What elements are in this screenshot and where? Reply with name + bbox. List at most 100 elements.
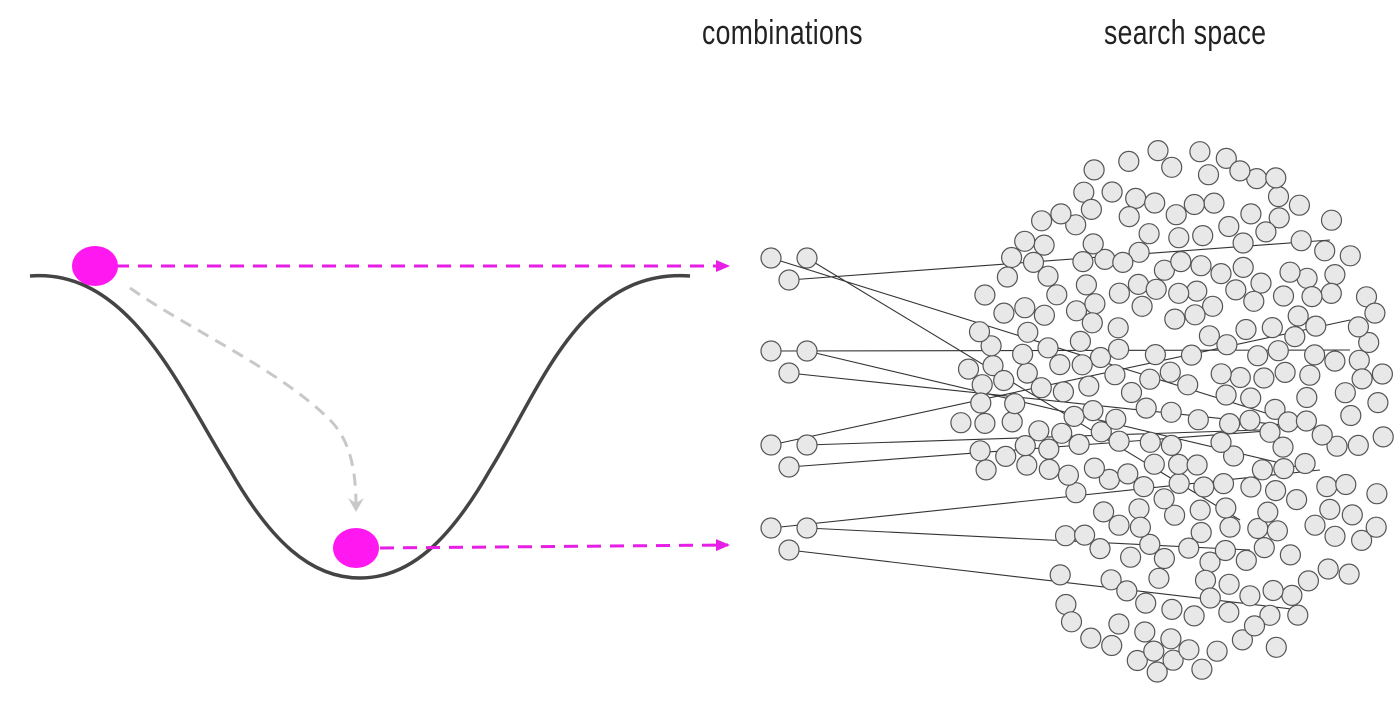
search-space-node — [1225, 279, 1247, 301]
search-space-node — [1170, 251, 1192, 273]
search-space-node — [1033, 304, 1056, 326]
search-space-node — [1287, 305, 1309, 327]
search-space-node — [1274, 361, 1296, 383]
search-space-node — [993, 302, 1015, 324]
ball-bottom — [333, 528, 379, 568]
search-space-node — [1078, 375, 1100, 397]
search-space-node — [1351, 368, 1373, 390]
search-space-node — [1268, 207, 1290, 229]
search-space-node — [1033, 234, 1055, 256]
search-space-node — [1119, 546, 1142, 568]
search-space-node — [1145, 278, 1167, 300]
combination-node — [796, 434, 818, 456]
search-space-node — [1264, 398, 1286, 420]
search-space-node — [1037, 265, 1059, 287]
search-space-node — [1197, 164, 1220, 186]
search-space-node — [1054, 525, 1077, 547]
search-space-node — [1186, 454, 1208, 476]
search-space-node — [1215, 384, 1237, 406]
combination-link — [806, 257, 1241, 521]
search-space-node — [1340, 404, 1362, 427]
search-space-node — [1065, 482, 1087, 504]
search-space-node — [1108, 514, 1130, 536]
search-space-node — [1127, 273, 1150, 295]
search-space-node — [1324, 525, 1346, 547]
search-space-node — [1069, 330, 1092, 352]
search-space-node — [1210, 363, 1232, 385]
search-space-node — [1210, 431, 1232, 453]
search-space-node — [1071, 354, 1093, 376]
search-space-node — [1201, 295, 1224, 317]
search-space-node — [1301, 286, 1323, 308]
search-space-node — [1198, 325, 1221, 347]
search-space-node — [1118, 206, 1140, 228]
search-space-node — [1028, 420, 1050, 442]
search-space-node — [1030, 210, 1053, 232]
search-space-node — [1107, 338, 1130, 360]
search-space-node — [1239, 585, 1261, 607]
search-space-node — [1266, 520, 1289, 542]
search-space-node — [1081, 312, 1103, 334]
combination-node — [778, 269, 800, 291]
search-space-node — [1128, 241, 1150, 263]
combination-node — [778, 456, 800, 478]
search-space-node — [1108, 282, 1131, 304]
search-space-node — [1253, 536, 1275, 559]
search-space-node — [1212, 473, 1235, 495]
search-space-node — [1251, 459, 1274, 481]
search-space-node — [1284, 326, 1306, 348]
search-space-node — [1335, 473, 1357, 496]
search-space-node — [1297, 570, 1320, 592]
search-space-node — [1030, 377, 1052, 399]
combination-node — [760, 340, 782, 362]
heading-search-space: search space — [1104, 14, 1267, 52]
search-space-node — [1317, 558, 1339, 580]
search-space-node — [1126, 649, 1148, 672]
search-space-node — [1253, 367, 1275, 389]
search-space-node — [1082, 400, 1104, 422]
search-space-node — [1199, 587, 1221, 609]
search-space-node — [1167, 453, 1190, 475]
search-space-node — [1210, 263, 1232, 285]
search-space-node — [1108, 613, 1130, 635]
search-space-node — [1168, 227, 1190, 249]
search-space-node — [1133, 476, 1155, 498]
search-space-node — [1180, 344, 1203, 366]
search-space-node — [1011, 343, 1034, 365]
search-space-node — [1184, 304, 1206, 326]
search-space-node — [1139, 533, 1161, 556]
descent-arrow — [129, 286, 364, 512]
search-space-node — [980, 335, 1002, 357]
search-space-node — [1272, 436, 1294, 458]
search-space-node — [1004, 393, 1026, 415]
search-space-node — [1265, 636, 1287, 658]
heading-combinations: combinations — [702, 14, 863, 52]
search-space-node — [1101, 634, 1123, 657]
search-space-node — [1247, 345, 1269, 367]
search-space-node — [1089, 537, 1111, 560]
search-space-node — [1347, 434, 1369, 456]
search-space-node — [1366, 483, 1388, 505]
search-space-node — [1017, 321, 1039, 343]
search-space-node — [1153, 547, 1176, 570]
search-space-node — [1296, 386, 1318, 409]
search-space-node — [1229, 160, 1251, 182]
search-space-node — [1147, 140, 1169, 162]
search-space-node — [1215, 147, 1237, 169]
node-layer — [760, 140, 1394, 683]
search-space-node — [1178, 537, 1200, 559]
search-space-node — [1365, 516, 1387, 538]
search-space-node — [1295, 410, 1318, 432]
search-space-node — [1250, 272, 1272, 294]
search-space-node — [1311, 424, 1333, 446]
search-space-node — [1160, 434, 1183, 456]
search-space-node — [1326, 435, 1348, 457]
search-space-node — [1177, 374, 1199, 396]
search-space-node — [1117, 463, 1139, 485]
search-space-node — [1267, 186, 1290, 208]
combination-node — [796, 517, 818, 539]
search-space-node — [950, 412, 972, 434]
search-space-node — [1083, 159, 1105, 181]
search-space-node — [1153, 259, 1176, 281]
search-space-node — [1215, 497, 1237, 519]
